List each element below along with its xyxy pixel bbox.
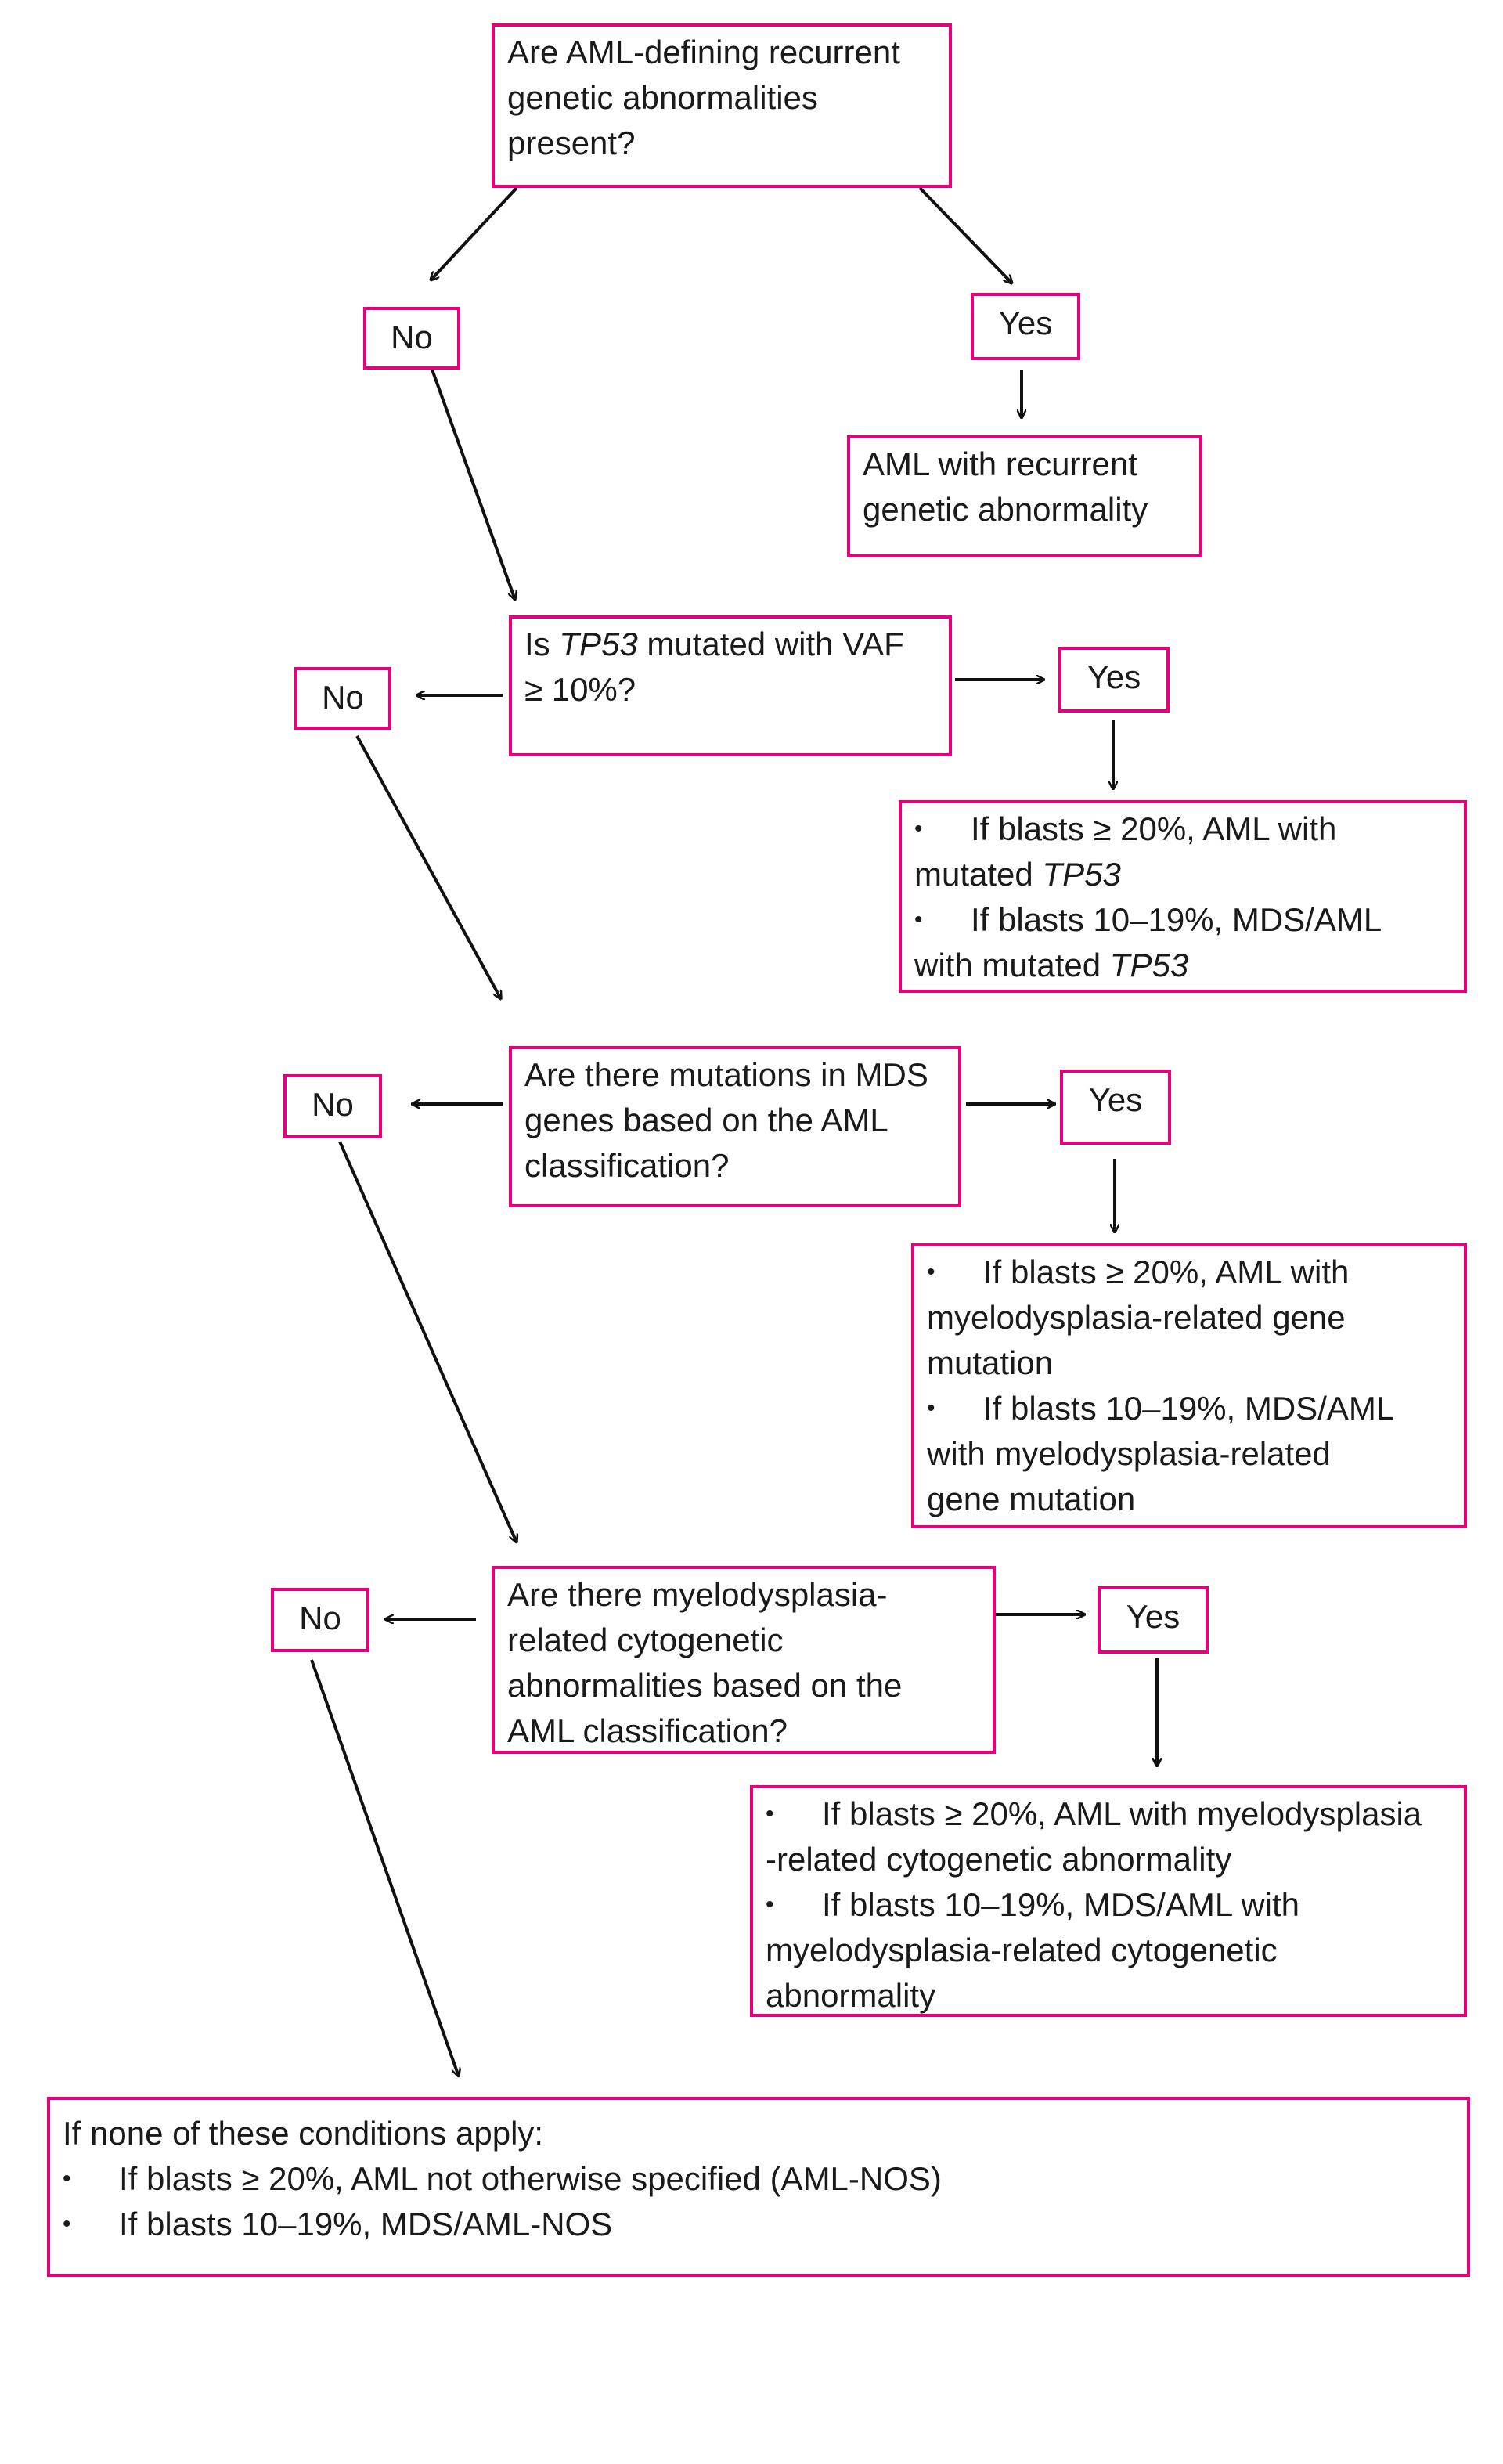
arrow-no3-to-q4: [338, 1141, 517, 1542]
answer-label: No: [312, 1086, 354, 1123]
question-text-line: genetic abnormalities: [507, 79, 818, 116]
answer-label: Yes: [1088, 1081, 1143, 1118]
answer-label: No: [391, 319, 433, 355]
result-cytogenetic-abnormality: •If blasts ≥ 20%, AML with myelodysplasi…: [750, 1785, 1467, 2017]
bullet-continuation: abnormality: [766, 1977, 936, 2014]
question-recurrent-abnormalities: Are AML-defining recurrent genetic abnor…: [492, 23, 952, 188]
bullet-continuation: gene mutation: [927, 1481, 1136, 1517]
bullet-continuation: myelodysplasia-related cytogenetic: [766, 1932, 1278, 1968]
question-text-line: AML classification?: [507, 1712, 788, 1749]
arrow-no2-to-q3: [355, 735, 501, 999]
bullet-continuation: with mutated TP53: [914, 947, 1189, 983]
arrow-no1-to-q2: [431, 369, 515, 600]
gene-name: TP53: [1042, 856, 1121, 893]
question-text-line: classification?: [524, 1147, 730, 1184]
bullet-item: •If blasts 10–19%, MDS/AML-NOS: [63, 2206, 613, 2242]
arrow-no4-to-final: [310, 1659, 459, 2076]
result-mutated-tp53: •If blasts ≥ 20%, AML with mutated TP53 …: [899, 800, 1467, 993]
bullet-item: •If blasts 10–19%, MDS/AML: [914, 901, 1382, 938]
answer-no-4: No: [271, 1588, 369, 1652]
answer-no-3: No: [283, 1074, 382, 1138]
gene-name: TP53: [559, 626, 638, 662]
gene-name: TP53: [1109, 947, 1189, 983]
question-mds-gene-mutations: Are there mutations in MDS genes based o…: [509, 1046, 961, 1207]
question-text-line: Are there mutations in MDS: [524, 1056, 928, 1093]
bullet-item: •If blasts ≥ 20%, AML not otherwise spec…: [63, 2160, 942, 2197]
answer-no-2: No: [294, 667, 391, 730]
question-text-line: Are AML-defining recurrent: [507, 34, 900, 70]
final-intro: If none of these conditions apply:: [63, 2115, 544, 2152]
arrow-q1-to-yes: [918, 186, 1012, 283]
bullet-continuation: myelodysplasia-related gene: [927, 1299, 1346, 1336]
answer-yes-4: Yes: [1098, 1586, 1209, 1654]
bullet-item: •If blasts ≥ 20%, AML with: [914, 810, 1337, 847]
question-tp53-mutated: Is TP53 mutated with VAF ≥ 10%?: [509, 615, 952, 756]
answer-label: Yes: [998, 305, 1053, 341]
question-cytogenetic-abnormalities: Are there myelodysplasia- related cytoge…: [492, 1566, 996, 1754]
bullet-item: •If blasts ≥ 20%, AML with myelodysplasi…: [766, 1795, 1422, 1832]
question-text-line: related cytogenetic: [507, 1622, 784, 1658]
question-text-line: Is TP53 mutated with VAF: [524, 626, 904, 662]
bullet-continuation: mutation: [927, 1344, 1054, 1381]
arrow-q1-to-no: [431, 186, 518, 280]
answer-label: Yes: [1087, 658, 1141, 695]
question-text-line: present?: [507, 124, 636, 161]
bullet-item: •If blasts 10–19%, MDS/AML with: [766, 1886, 1300, 1923]
bullet-item: •If blasts ≥ 20%, AML with: [927, 1254, 1350, 1290]
result-text-line: AML with recurrent: [863, 446, 1137, 482]
question-text-line: abnormalities based on the: [507, 1667, 903, 1704]
result-text-line: genetic abnormality: [863, 491, 1148, 528]
result-mds-gene-mutation: •If blasts ≥ 20%, AML with myelodysplasi…: [911, 1243, 1467, 1528]
question-text-line: Are there myelodysplasia-: [507, 1576, 888, 1613]
bullet-item: •If blasts 10–19%, MDS/AML: [927, 1390, 1395, 1427]
result-recurrent-abnormality: AML with recurrent genetic abnormality: [847, 435, 1202, 557]
answer-yes-3: Yes: [1060, 1070, 1171, 1145]
question-text-line: genes based on the AML: [524, 1102, 888, 1138]
bullet-continuation: with myelodysplasia-related: [927, 1435, 1331, 1472]
bullet-continuation: mutated TP53: [914, 856, 1121, 893]
answer-label: No: [322, 679, 364, 716]
bullet-continuation: -related cytogenetic abnormality: [766, 1841, 1232, 1878]
answer-no-1: No: [363, 307, 460, 370]
answer-label: No: [299, 1600, 341, 1636]
answer-yes-1: Yes: [971, 293, 1080, 360]
question-text-line: ≥ 10%?: [524, 671, 636, 708]
answer-yes-2: Yes: [1058, 647, 1170, 713]
final-none-apply: If none of these conditions apply: •If b…: [47, 2097, 1470, 2277]
answer-label: Yes: [1126, 1598, 1180, 1635]
